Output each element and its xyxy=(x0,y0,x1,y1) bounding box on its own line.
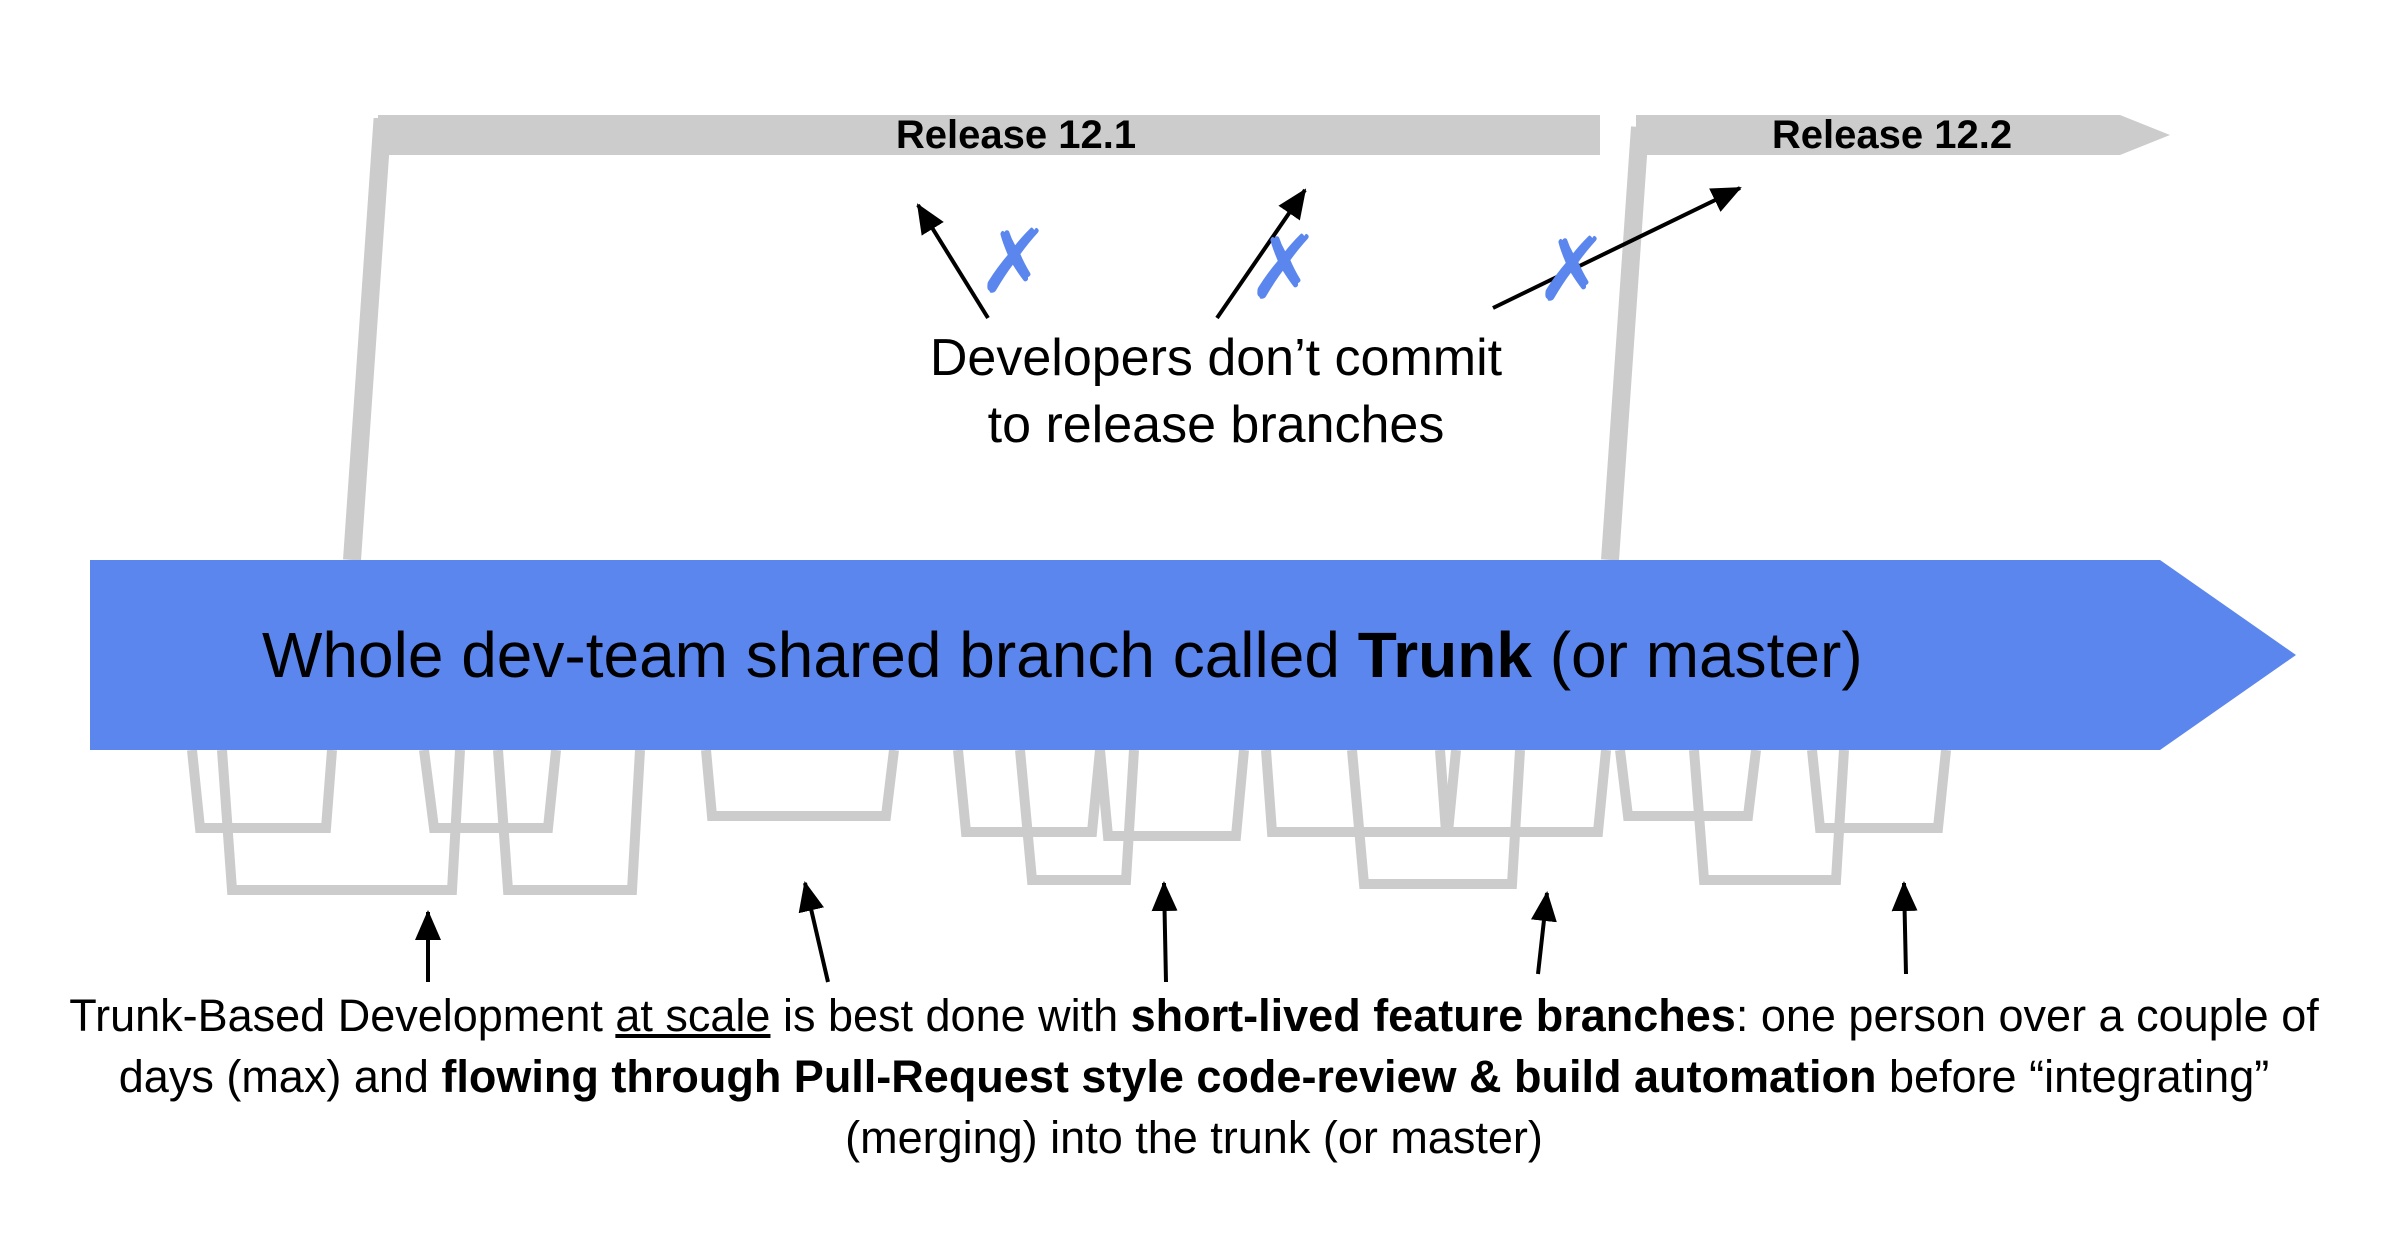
feature-branch xyxy=(1347,749,1525,889)
feature-branch xyxy=(1689,749,1849,885)
feature-branch xyxy=(1807,749,1951,833)
release-label-12-2: Release 12.2 xyxy=(1772,113,2012,157)
arrow-blocked-3 xyxy=(1492,186,1742,310)
caption-text: Trunk-Based Development xyxy=(69,990,616,1041)
arrow-blocked-2 xyxy=(1215,188,1307,320)
trunk-label: Whole dev-team shared branch called Trun… xyxy=(262,619,1863,691)
caption-text: is best done with xyxy=(770,990,1131,1041)
feature-branch xyxy=(217,749,465,895)
arrow-pointer xyxy=(1891,881,1918,975)
release-branch-12-1: Release 12.1 xyxy=(343,113,1600,561)
caption-underlined: at scale xyxy=(615,990,771,1041)
release-label-12-1: Release 12.1 xyxy=(896,113,1136,157)
feature-branch xyxy=(1095,749,1249,841)
caption-pointer-arrows xyxy=(415,881,1918,983)
trunk-branch: Whole dev-team shared branch called Trun… xyxy=(90,560,2296,750)
caption-bold: flowing through Pull-Request style code-… xyxy=(441,1051,1877,1102)
feature-branch xyxy=(1615,749,1761,821)
arrow-pointer xyxy=(798,881,830,983)
release-branch-12-2: Release 12.2 xyxy=(1601,113,2170,561)
caption: Trunk-Based Development at scale is best… xyxy=(60,985,2328,1168)
caption-text: before “integrating” (merging) into the … xyxy=(845,1051,2270,1163)
feature-branch xyxy=(419,749,561,833)
blocked-commit-arrows xyxy=(916,186,1742,320)
caption-text: : one person over a couple of days (max)… xyxy=(118,990,2319,1102)
note-line-2: to release branches xyxy=(988,396,1445,454)
feature-branch xyxy=(1435,749,1611,837)
feature-branch xyxy=(187,749,337,833)
trunk-arrow xyxy=(90,560,2296,750)
arrow-pointer xyxy=(1151,881,1178,983)
feature-branch xyxy=(1015,749,1139,885)
feature-branches xyxy=(187,749,1951,895)
x-mark-icon: ✗ xyxy=(1535,218,1609,321)
note-line-1: Developers don’t commit xyxy=(930,329,1503,387)
feature-branch xyxy=(493,749,645,895)
feature-branch xyxy=(701,749,899,821)
arrow-blocked-1 xyxy=(916,203,990,320)
arrow-pointer xyxy=(1530,891,1557,975)
x-mark-icon: ✗ xyxy=(1247,216,1321,319)
caption-bold: short-lived feature branches xyxy=(1130,990,1736,1041)
x-mark-icon: ✗ xyxy=(977,210,1051,313)
